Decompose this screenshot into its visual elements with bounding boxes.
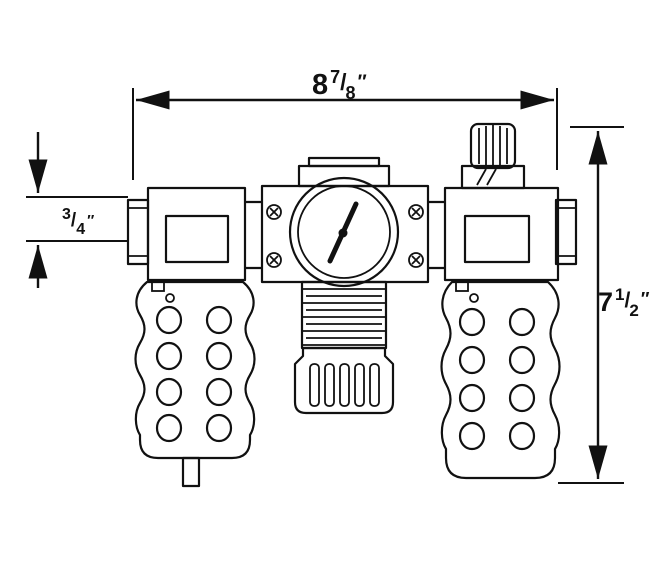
- pressure-gauge: [288, 176, 400, 288]
- lubricator-bowl: [440, 280, 561, 480]
- filter-unit: [126, 186, 256, 488]
- port-dimension-label: 3/4″: [62, 206, 94, 238]
- regulator-cap: [297, 164, 391, 188]
- filter-bowl-holes: [155, 305, 233, 443]
- lubricator-body-window: [463, 214, 531, 264]
- frl-assembly: [126, 122, 578, 488]
- lubricator-body: [443, 186, 560, 282]
- filter-body: [146, 186, 247, 282]
- lubricator-bowl-holes: [458, 307, 536, 451]
- pipe-neck-lines: [245, 200, 445, 270]
- cap-flange: [460, 164, 526, 190]
- regulator-cap-upper: [307, 156, 381, 168]
- fill-cap: [469, 122, 517, 170]
- mounting-screws: [266, 204, 424, 268]
- lubricator-bowl-latch: [455, 281, 479, 303]
- filter-body-window: [164, 214, 230, 264]
- lubricator-unit: [440, 122, 578, 480]
- inlet-port: [126, 198, 150, 266]
- filter-bowl-latch: [151, 281, 175, 303]
- threaded-stem: [300, 280, 388, 350]
- port-dimension: 3/4″: [26, 132, 128, 288]
- outlet-port: [554, 198, 578, 266]
- drain-stem: [181, 456, 201, 488]
- regulator-unit: [260, 156, 430, 415]
- filter-bowl: [134, 280, 256, 460]
- gauge-pivot: [338, 228, 348, 238]
- adjustment-knob: [293, 346, 395, 415]
